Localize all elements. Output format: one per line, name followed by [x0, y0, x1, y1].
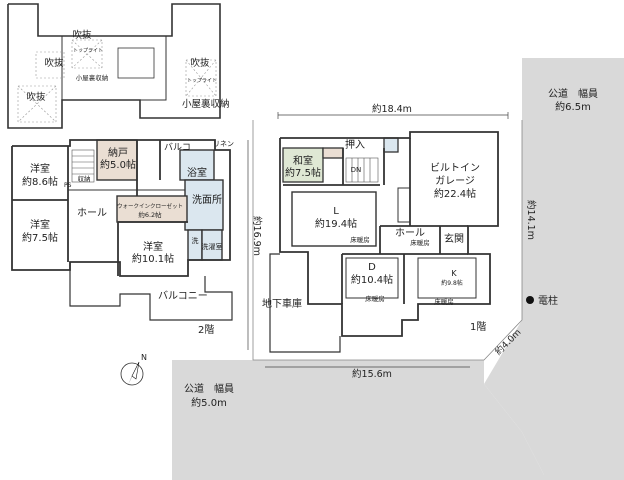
attic-skylight-1: トップライト	[73, 48, 103, 54]
f1-kitchen-size: 約9.8帖	[441, 279, 463, 287]
f1-living: L	[333, 206, 339, 217]
f1-height-dim: 約16.9m	[251, 216, 263, 256]
site-boundary	[252, 120, 523, 361]
f2-western-3: 洋室	[143, 240, 163, 253]
f1-width-dim: 約18.4m	[372, 103, 412, 115]
f2-closet-small: 収納	[78, 174, 91, 183]
f1-dining-outline	[345, 257, 399, 299]
f1-garage-divider	[397, 187, 411, 223]
f2-bath: 浴室	[187, 166, 207, 179]
f2-laundry: 洗濯室	[202, 242, 223, 251]
f1-closet: 押入	[345, 138, 365, 151]
floor1-dimensions	[247, 112, 509, 368]
f1-living-outline	[291, 191, 377, 247]
attic-void-4: 吹抜	[26, 91, 46, 103]
f1-floor-heating-1: 床暖房	[350, 235, 370, 244]
f2-ps: PS	[64, 182, 72, 189]
f1-bottom-dim: 約15.6m	[352, 368, 392, 380]
utility-pole-label: 電柱	[538, 294, 558, 307]
attic-skylight-2: トップライト	[187, 78, 217, 84]
attic-void-3: 吹抜	[190, 57, 210, 69]
east-road-label: 公道 幅員	[548, 87, 598, 100]
f1-garage-1: ビルトイン	[430, 162, 480, 174]
f1-floor-heating-2: 床暖房	[410, 238, 430, 247]
f1-japanese-room: 和室	[293, 154, 313, 167]
f1-right-dim: 約14.1m	[525, 200, 537, 240]
f1-underground-garage-outline	[269, 253, 341, 353]
f1-underground-garage: 地下車庫	[262, 297, 302, 310]
f1-floor-heating-4: 床暖房	[434, 297, 454, 306]
f1-dining-size: 約10.4帖	[351, 273, 393, 286]
attic-skylights	[17, 39, 217, 123]
floor1-rooms	[282, 137, 399, 183]
f1-hall: ホール	[395, 227, 425, 239]
f2-walk-in-closet: ウォークインクローゼット	[117, 202, 183, 210]
floor2-balcony	[69, 262, 233, 321]
f2-storage: 納戸	[108, 146, 128, 159]
f2-floor-label: 2階	[198, 324, 214, 336]
f1-dn: DN	[351, 166, 362, 174]
f2-linen: リネン	[213, 140, 234, 148]
floor2-stairs	[71, 149, 95, 183]
f2-toilet: 洗	[192, 236, 199, 245]
f2-balcony: バルコニー	[158, 290, 208, 302]
f2-walk-in-closet-size: 約6.2帖	[138, 210, 162, 219]
f2-storage-size: 約5.0帖	[100, 158, 136, 171]
east-road	[484, 58, 624, 480]
f2-western-2: 洋室	[30, 218, 50, 231]
f1-garage-2: ガレージ	[435, 175, 475, 187]
south-road-width: 約5.0m	[191, 396, 227, 409]
f2-western-1-size: 約8.6帖	[22, 175, 58, 188]
f2-washroom: 洗面所	[192, 194, 222, 206]
f1-floor-heating-3: 床暖房	[365, 294, 385, 303]
f1-floor-label: 1階	[470, 321, 486, 333]
f1-dining: D	[368, 262, 376, 273]
east-road-width: 約6.5m	[555, 100, 591, 113]
f1-entrance: 玄関	[444, 232, 464, 245]
f1-japanese-room-size: 約7.5帖	[285, 166, 321, 179]
f2-western-1: 洋室	[30, 162, 50, 175]
f1-garage-size: 約22.4帖	[434, 187, 476, 200]
attic-void-1: 吹抜	[72, 29, 92, 41]
f2-balcony-small: バルコ	[164, 142, 191, 153]
attic-plan	[7, 3, 221, 129]
utility-pole-icon	[526, 296, 534, 304]
compass-north: N	[141, 353, 147, 362]
south-road	[172, 360, 544, 480]
f1-kitchen: K	[451, 269, 457, 278]
attic-storage-inner: 小屋裏収納	[76, 73, 109, 82]
attic-label: 小屋裏収納	[182, 98, 230, 110]
f1-kitchen-outline	[417, 257, 477, 299]
f1-stairs	[345, 157, 379, 183]
f1-living-size: 約19.4帖	[315, 217, 357, 230]
attic-void-2: 吹抜	[44, 57, 64, 69]
f2-western-3-size: 約10.1帖	[132, 252, 174, 265]
f2-western-2-size: 約7.5帖	[22, 231, 58, 244]
south-road-label: 公道 幅員	[184, 382, 234, 395]
compass-icon	[120, 361, 144, 386]
f2-hall: ホール	[77, 207, 107, 219]
